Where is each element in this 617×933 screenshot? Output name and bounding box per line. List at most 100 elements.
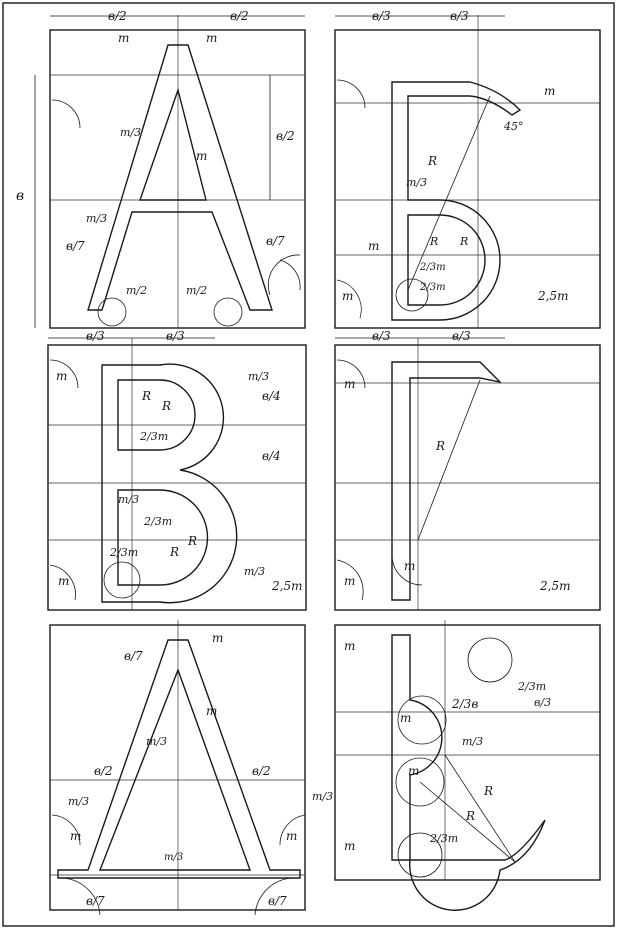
- label-be-m: m: [368, 239, 379, 253]
- panel-letter-a: в/2 в/2 m m m/3 m m/3 в/7 в/7 в/2 в m/2 …: [16, 9, 306, 329]
- label-de-m-right: m: [286, 829, 297, 843]
- label-be-R1: R: [427, 154, 437, 168]
- label-a-b2-right: в/2: [230, 9, 249, 23]
- serif-circle-right: [213, 297, 243, 327]
- label-ve-R2: R: [161, 399, 171, 413]
- label-be-25m: 2,5m: [537, 289, 568, 303]
- label-ve-m-top: m: [56, 369, 67, 383]
- label-be-45: 45°: [503, 120, 524, 133]
- label-a-m2-right: m/2: [186, 284, 207, 297]
- label-de-m-top: m: [212, 631, 223, 645]
- label-be-m: m: [544, 84, 555, 98]
- label-be-23m-b: 2/3m: [419, 282, 446, 293]
- panel-letter-ve: в/3 в/3 R R 2/3m m/3 в/4 в/4 m/3 2/3m 2/…: [47, 329, 307, 611]
- label-de-m3-mid: m/3: [164, 852, 183, 863]
- label-ve-R4: R: [187, 534, 197, 548]
- label-be-b3-left: в/3: [372, 9, 391, 23]
- label-be-R2: R: [429, 235, 438, 248]
- label-de-m3-left: m/3: [68, 795, 89, 808]
- label-a-m-top2: m: [206, 31, 217, 45]
- label-ss-23m-b: 2/3m: [429, 832, 458, 845]
- letter-ve-outline: [101, 363, 238, 604]
- label-a-m: m: [196, 149, 207, 163]
- letter-ve-lower-bowl: [117, 489, 209, 586]
- label-de-m: m: [206, 704, 217, 718]
- panel-ve-frame: [47, 344, 307, 611]
- label-be-23m: 2/3m: [419, 262, 446, 273]
- label-a-b7-right: в/7: [266, 234, 285, 248]
- label-a-b2-left: в/2: [108, 9, 127, 23]
- label-ve-m-bottom: m: [58, 574, 69, 588]
- label-ve-R3: R: [169, 545, 179, 559]
- label-de-b7: в/7: [124, 649, 143, 663]
- label-ve-b4: в/4: [262, 449, 281, 463]
- label-ss-m3: m/3: [462, 735, 483, 748]
- label-a-m2-left: m/2: [126, 284, 147, 297]
- label-ve-b3-right: в/3: [166, 329, 185, 343]
- label-be-m3: m/3: [406, 176, 427, 189]
- serif-circle-left: [97, 297, 127, 327]
- label-de-b2-right: в/2: [252, 764, 271, 778]
- letter-ge-outline: [391, 361, 503, 601]
- letter-be-outline: [391, 81, 522, 321]
- label-ss-R2: R: [465, 809, 475, 823]
- panel-ge-frame: [334, 344, 601, 611]
- label-de-b7-bottom-right: в/7: [268, 894, 287, 908]
- label-ve-m3-c: m/3: [244, 565, 265, 578]
- label-ss-b3: в/3: [534, 696, 551, 709]
- label-ve-m3: m/3: [248, 370, 269, 383]
- label-ve-b3-left: в/3: [86, 329, 105, 343]
- label-ss-m-inner: m: [400, 711, 411, 725]
- label-a-b7-left: в/7: [66, 239, 85, 253]
- label-ve-25m: 2,5m: [271, 579, 302, 593]
- label-de-b7-bottom-left: в/7: [86, 894, 105, 908]
- label-a-m3: m/3: [120, 126, 141, 139]
- label-ve-23m: 2/3m: [139, 430, 168, 443]
- label-ve-m3-b: m/3: [118, 493, 139, 506]
- label-de-m-left: m: [70, 829, 81, 843]
- label-ve-b4-top: в/4: [262, 389, 281, 403]
- label-be-b3-right: в/3: [450, 9, 469, 23]
- label-a-m-top: m: [118, 31, 129, 45]
- panel-a-frame: [49, 29, 306, 329]
- label-a-b2-vert: в/2: [276, 129, 295, 143]
- letter-be-bowl: [407, 214, 486, 306]
- label-ge-m-inner: m: [404, 559, 415, 573]
- label-ss-m-mid: m: [408, 764, 419, 778]
- panel-letter-soft-sign: m 2/3m в/3 2/3в m m/3 m R R 2/3m m: [334, 620, 601, 911]
- label-ge-R: R: [435, 439, 445, 453]
- label-ge-m-bottom: m: [344, 574, 355, 588]
- label-be-m-bottom: m: [342, 289, 353, 303]
- label-ss-23m: 2/3m: [517, 680, 546, 693]
- letter-a-outline: [87, 44, 273, 311]
- label-ve-R1: R: [141, 389, 151, 403]
- label-ss-23b: 2/3в: [451, 697, 478, 711]
- label-be-R3: R: [459, 235, 468, 248]
- label-ss-m-bottom: m: [344, 839, 355, 853]
- label-ss-m-top: m: [344, 639, 355, 653]
- panel-soft-sign-frame: [334, 624, 601, 881]
- letter-de-counter: [98, 668, 251, 871]
- panel-letter-de: в/7 m m m/3 в/2 в/2 m/3 m/3 m m m/3 в/7 …: [49, 620, 333, 916]
- label-de-b2-left: в/2: [94, 764, 113, 778]
- letter-de-outline: [57, 639, 301, 879]
- panel-letter-ge: в/3 в/3 R 2,5m m m m: [334, 329, 601, 611]
- label-de-m3: m/3: [146, 735, 167, 748]
- label-ge-m-top: m: [344, 377, 355, 391]
- letter-a-counter: [139, 87, 207, 201]
- label-ve-23m-c: 2/3m: [109, 546, 138, 559]
- label-ge-25m: 2,5m: [539, 579, 570, 593]
- label-ge-b3-left: в/3: [372, 329, 391, 343]
- label-ss-R1: R: [483, 784, 493, 798]
- label-de-m3-right: m/3: [312, 790, 333, 803]
- label-ve-23m-b: 2/3m: [143, 515, 172, 528]
- label-a-m3-side: m/3: [86, 212, 107, 225]
- label-a-b: в: [16, 188, 24, 204]
- panel-be-frame: [334, 29, 601, 329]
- letter-ve-upper-bowl: [117, 379, 196, 451]
- label-ge-b3-right: в/3: [452, 329, 471, 343]
- panel-letter-be: в/3 в/3 m 45° R R R m/3 m 2/3m 2/3m 2,5m…: [334, 9, 601, 329]
